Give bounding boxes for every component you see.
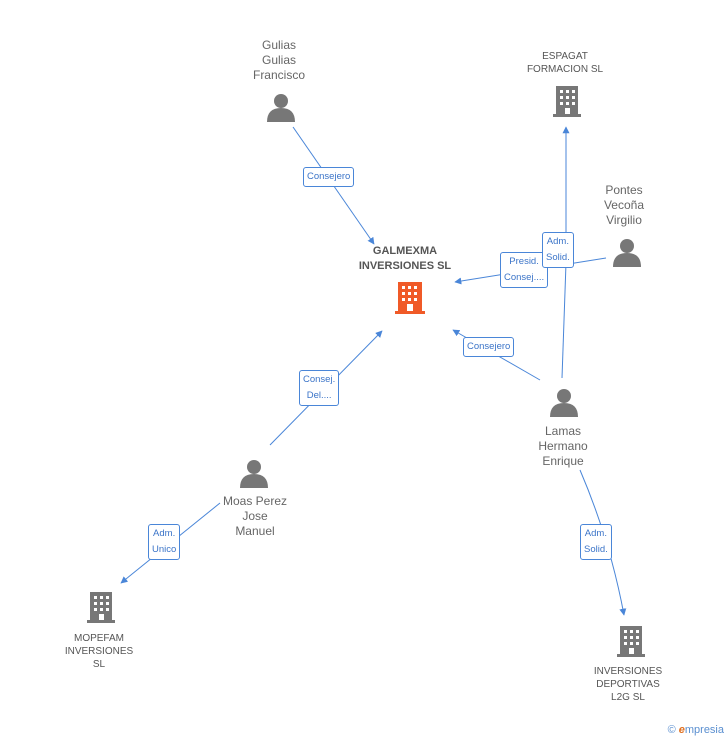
edge-label-pontes-espagat[interactable]: Adm. Solid.	[542, 232, 574, 268]
node-label-pontes[interactable]: Pontes Vecoña Virgilio	[603, 183, 645, 227]
node-label-moas[interactable]: Moas Perez Jose Manuel	[222, 494, 288, 538]
brand-name: mpresia	[684, 724, 724, 736]
node-label-mopefam[interactable]: MOPEFAM INVERSIONES SL	[64, 633, 134, 670]
building-icon	[87, 592, 115, 623]
person-icon	[240, 460, 268, 488]
edge-lamas-espagat-line	[561, 262, 567, 379]
node-label-gulias[interactable]: Gulias Gulias Francisco	[252, 38, 305, 82]
building-icon	[553, 86, 581, 117]
node-label-espagat[interactable]: ESPAGAT FORMACION SL	[526, 51, 604, 75]
edge-label-moas-main[interactable]: Consej. Del....	[299, 370, 340, 406]
person-icon	[613, 239, 641, 267]
person-icon	[550, 389, 578, 417]
edge-label-gulias-main[interactable]: Consejero	[303, 167, 355, 187]
node-label-lamas[interactable]: Lamas Hermano Enrique	[538, 424, 588, 468]
edge-label-lamas-main[interactable]: Consejero	[463, 337, 515, 357]
edge-label-moas-mopefam[interactable]: Adm. Unico	[148, 524, 181, 560]
brand-initial: e	[678, 724, 685, 736]
node-label-main[interactable]: GALMEXMA INVERSIONES SL	[358, 245, 452, 272]
building-icon	[395, 282, 425, 314]
node-label-inversiones[interactable]: INVERSIONES DEPORTIVAS L2G SL	[593, 666, 663, 703]
edge-label-pontes-main[interactable]: Presid. Consej....	[500, 252, 549, 288]
building-icon	[617, 626, 645, 657]
person-icon	[267, 94, 295, 122]
copyright-symbol: ©	[667, 724, 676, 736]
empresia-logo: © empresia	[668, 724, 724, 736]
edge-label-lamas-inversiones[interactable]: Adm. Solid.	[580, 524, 612, 560]
